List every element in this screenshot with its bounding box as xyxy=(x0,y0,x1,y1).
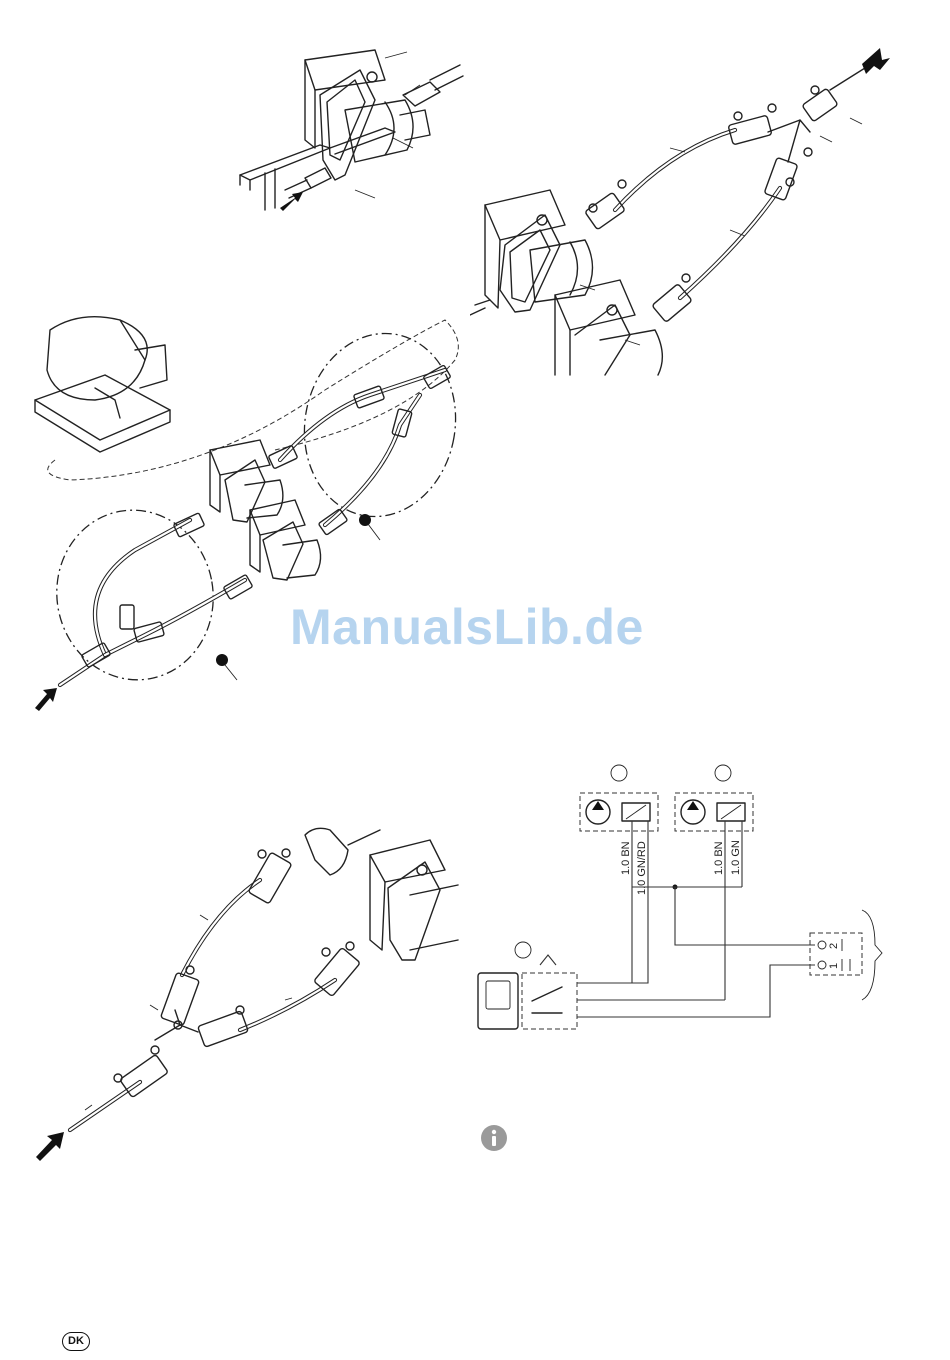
flow-arrow-icon xyxy=(35,688,57,711)
flow-arrow-icon xyxy=(36,1132,64,1161)
figure-wiring-diagram: 1.0 BN 1.0 GN/RD 1.0 BN 1.0 GN 2 1 xyxy=(470,755,890,1045)
dual-pump-illustration xyxy=(470,40,910,380)
wire-label-left-bn: 1.0 BN xyxy=(620,841,632,875)
connector-pin-1: 1 xyxy=(828,963,840,969)
watermark-text: ManualsLib.de xyxy=(290,598,644,656)
wire-label-left-gnrd: 1.0 GN/RD xyxy=(636,841,648,895)
single-pump-illustration xyxy=(235,40,465,215)
language-badge: DK xyxy=(62,1332,90,1351)
figure-dual-pump-y-connection xyxy=(470,40,910,380)
wire-label-right-gn: 1.0 GN xyxy=(730,840,742,875)
wiring-diagram-svg: 1.0 BN 1.0 GN/RD 1.0 BN 1.0 GN 2 1 xyxy=(470,755,890,1045)
info-icon xyxy=(480,1124,508,1152)
y-connector-illustration xyxy=(30,820,460,1165)
figure-y-connector-assembly xyxy=(30,820,460,1165)
figure-hose-routing-loops xyxy=(25,300,470,720)
figure-single-pump-installation xyxy=(235,40,465,215)
wire-label-right-bn: 1.0 BN xyxy=(713,841,725,875)
routing-loops-illustration xyxy=(25,300,470,720)
flow-arrow-icon xyxy=(862,48,890,74)
connector-pin-2: 2 xyxy=(828,943,840,949)
flow-arrow-icon xyxy=(280,192,303,211)
